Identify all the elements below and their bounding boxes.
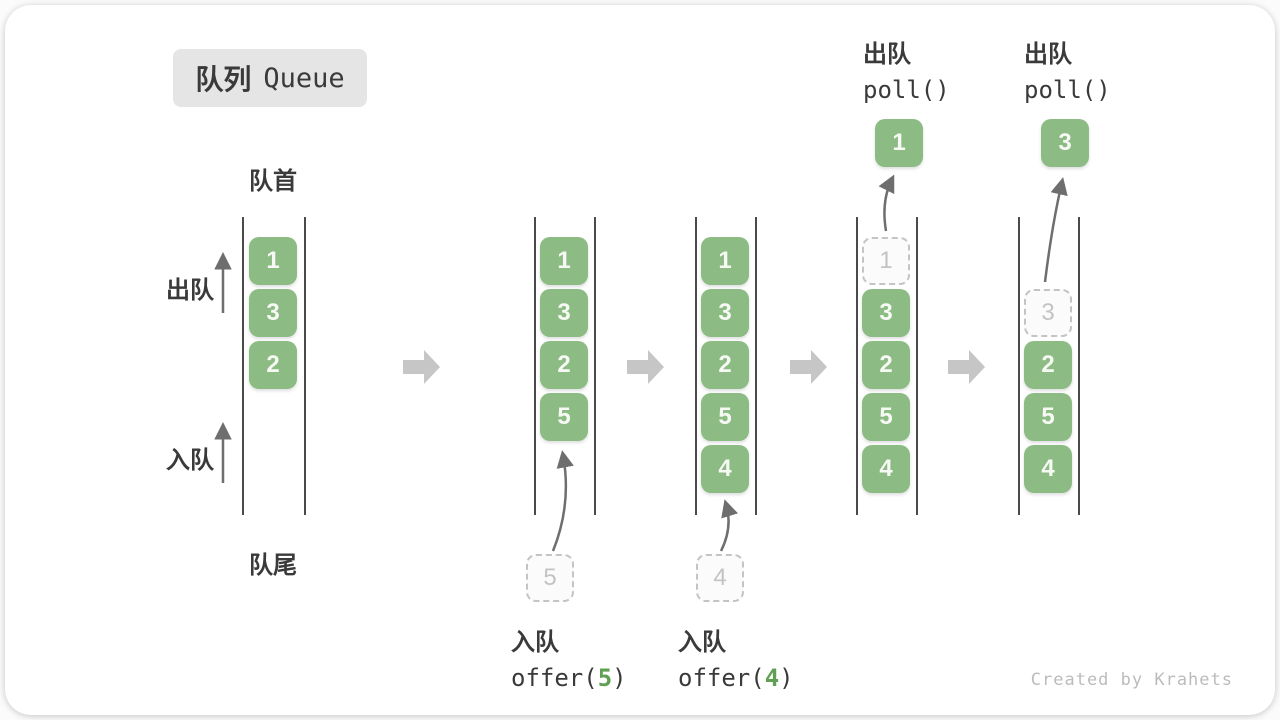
polled-item: 1 [875,119,923,167]
queue-item: 5 [1024,393,1072,441]
enqueue-5-arrow-icon [551,450,574,552]
queue-item: 3 [540,289,588,337]
queue-item: 2 [862,341,910,389]
label-dequeue-direction: 出队 [166,277,214,304]
next-state-arrow-icon [948,350,985,384]
queue-item: 1 [540,237,588,285]
code-text: offer( [678,664,765,692]
queue-item: 3 [862,289,910,337]
incoming-item-ghost: 4 [696,554,744,602]
queue-item: 2 [249,341,297,389]
next-state-arrow-icon [403,350,440,384]
queue-wall [594,217,596,515]
queue-item: 1 [701,237,749,285]
poll-3-arrow-icon [1043,177,1068,283]
op-enqueue-4: 入队 offer(4) [678,622,794,692]
label-enqueue-direction: 入队 [166,447,214,474]
queue-item: 5 [701,393,749,441]
queue-item: 4 [1024,445,1072,493]
queue-item: 3 [701,289,749,337]
queue-wall [534,217,536,515]
arrows-layer [214,174,1068,552]
op-poll-first: 出队 poll() [863,34,950,104]
queue-wall [916,217,918,515]
op-enqueue-4-zh: 入队 [678,629,726,656]
next-state-arrow-icon [790,350,827,384]
label-queue-rear: 队尾 [249,552,297,579]
watermark: Created by Krahets [1030,670,1233,690]
queue-item: 3 [249,289,297,337]
title-en: Queue [263,62,345,94]
queue-item: 5 [862,393,910,441]
queue-item: 2 [701,341,749,389]
op-poll-first-zh: 出队 [863,41,911,68]
removed-item-ghost: 1 [862,237,910,285]
next-state-arrow-icon [627,350,664,384]
queue-wall [242,217,244,515]
queue-item: 5 [540,393,588,441]
code-text: ) [612,664,627,692]
op-poll-second: 出队 poll() [1024,34,1111,104]
op-enqueue-5: 入队 offer(5) [511,622,627,692]
op-poll-first-code: poll() [863,76,950,104]
queue-wall [695,217,697,515]
code-arg: 4 [764,664,780,692]
queue-item: 2 [540,341,588,389]
queue-wall [1018,217,1020,515]
code-text: ) [779,664,794,692]
code-arg: 5 [597,664,613,692]
op-poll-second-zh: 出队 [1024,41,1072,68]
op-enqueue-5-code: offer(5) [511,664,627,692]
queue-item: 1 [249,237,297,285]
op-enqueue-4-code: offer(4) [678,664,794,692]
op-enqueue-5-zh: 入队 [511,629,559,656]
title-badge: 队列 Queue [173,49,367,107]
poll-1-arrow-icon [878,174,895,232]
title-zh: 队列 [195,64,252,95]
queue-wall [755,217,757,515]
label-queue-front: 队首 [249,168,297,195]
queue-wall [856,217,858,515]
queue-wall [304,217,306,515]
removed-item-ghost: 3 [1024,289,1072,337]
polled-item: 3 [1041,119,1089,167]
code-text: offer( [511,664,598,692]
queue-item: 4 [701,445,749,493]
op-poll-second-code: poll() [1024,76,1111,104]
figure-card: 队列 Queue 队首 队尾 出队 入队 1 3 2 1 3 2 5 5 1 3… [5,5,1275,715]
enqueue-4-arrow-icon [719,499,739,552]
incoming-item-ghost: 5 [526,554,574,602]
queue-wall [1078,217,1080,515]
queue-item: 2 [1024,341,1072,389]
queue-item: 4 [862,445,910,493]
